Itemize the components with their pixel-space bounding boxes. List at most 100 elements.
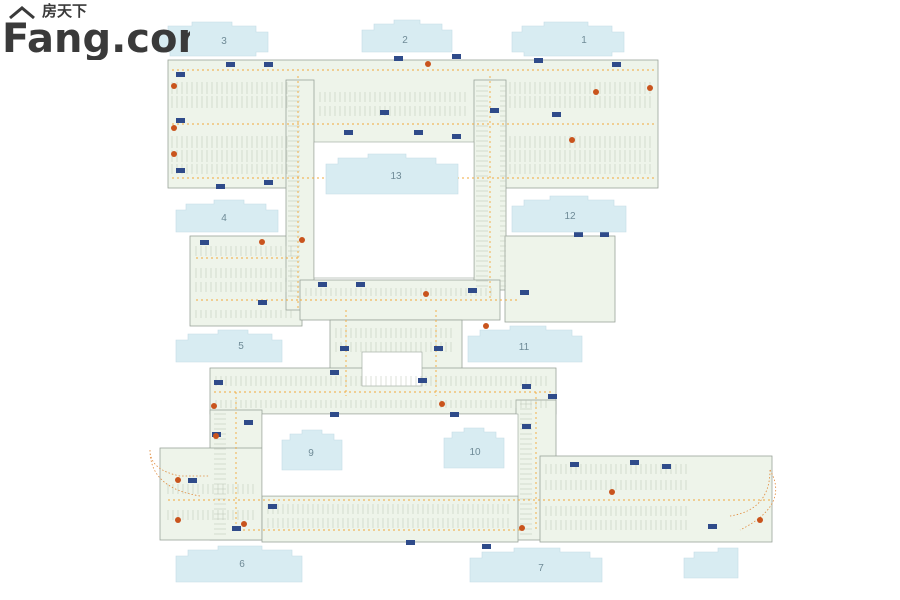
stair-core-icon (394, 56, 403, 61)
exit-marker-icon (175, 517, 181, 523)
parking-spine-left (285, 79, 315, 311)
parking-zone-east-hall (504, 235, 616, 323)
stair-core-icon (548, 394, 557, 399)
stair-core-icon (176, 118, 185, 123)
stair-core-icon (434, 346, 443, 351)
building-13: 13 (325, 153, 459, 195)
exit-marker-icon (171, 151, 177, 157)
stair-core-icon (414, 130, 423, 135)
building-2-label: 2 (402, 35, 408, 46)
ramp-southeast (729, 469, 777, 531)
exit-marker-icon (211, 403, 217, 409)
stair-cores (176, 54, 717, 549)
building-4: 4 (175, 199, 279, 233)
building-6: 6 (175, 545, 303, 583)
building-1-label: 1 (581, 35, 587, 46)
stair-core-icon (264, 62, 273, 67)
building-10: 10 (443, 427, 505, 469)
building-2: 2 (361, 19, 453, 53)
ramp-southwest (149, 449, 210, 497)
route-west (196, 257, 300, 301)
exit-marker-icon (241, 521, 247, 527)
route-south (168, 499, 770, 531)
building-8-partial (683, 547, 739, 579)
stair-core-icon (708, 524, 717, 529)
exit-marker-icon (757, 517, 763, 523)
stair-core-icon (380, 110, 389, 115)
exit-markers (171, 61, 763, 531)
stair-core-icon (630, 460, 639, 465)
building-3-label: 3 (221, 36, 227, 47)
exit-marker-icon (171, 125, 177, 131)
stair-core-icon (330, 370, 339, 375)
stair-core-icon (574, 232, 583, 237)
building-5: 5 (175, 329, 283, 363)
parking-areas (159, 59, 773, 543)
building-1: 1 (511, 21, 625, 57)
exit-marker-icon (299, 237, 305, 243)
stair-core-icon (522, 384, 531, 389)
exit-marker-icon (569, 137, 575, 143)
exit-marker-icon (259, 239, 265, 245)
stair-core-icon (552, 112, 561, 117)
route-spines (297, 76, 491, 310)
parking-zone-south (261, 495, 519, 543)
watermark-latin: Fang.com (2, 16, 190, 60)
building-12: 12 (511, 195, 627, 233)
building-5-label: 5 (238, 341, 244, 352)
stair-core-icon (452, 54, 461, 59)
stair-core-icon (330, 412, 339, 417)
exit-marker-icon (213, 433, 219, 439)
building-4-label: 4 (221, 213, 227, 224)
building-10-label: 10 (469, 447, 481, 458)
stair-core-icon (468, 288, 477, 293)
parking-stalls (167, 82, 687, 535)
building-11: 11 (467, 325, 583, 363)
stair-core-icon (176, 72, 185, 77)
exit-marker-icon (425, 61, 431, 67)
route-center (300, 299, 520, 396)
void-center (361, 351, 423, 387)
stair-core-icon (406, 540, 415, 545)
driving-routes (149, 69, 777, 531)
building-7: 7 (469, 547, 603, 583)
building-9-label: 9 (308, 448, 314, 459)
building-6-label: 6 (239, 559, 245, 570)
building-3: 3 (157, 21, 269, 57)
stair-core-icon (200, 240, 209, 245)
stair-core-icon (258, 300, 267, 305)
exit-marker-icon (609, 489, 615, 495)
stair-core-icon (232, 526, 241, 531)
stair-core-icon (188, 478, 197, 483)
stair-core-icon (214, 380, 223, 385)
stair-core-icon (452, 134, 461, 139)
stair-core-icon (570, 462, 579, 467)
stair-core-icon (522, 424, 531, 429)
building-13-label: 13 (390, 171, 402, 182)
stair-core-icon (490, 108, 499, 113)
stair-core-icon (662, 464, 671, 469)
parking-zone-southwest (159, 447, 263, 541)
exit-marker-icon (175, 477, 181, 483)
stair-core-icon (176, 168, 185, 173)
exit-marker-icon (423, 291, 429, 297)
stair-core-icon (418, 378, 427, 383)
stair-core-icon (520, 290, 529, 295)
stair-core-icon (268, 504, 277, 509)
building-9: 9 (281, 429, 343, 471)
stair-core-icon (612, 62, 621, 67)
exit-marker-icon (593, 89, 599, 95)
exit-marker-icon (519, 525, 525, 531)
building-11-label: 11 (519, 342, 530, 353)
residential-buildings: 3 2 1 13 4 12 5 11 (157, 19, 739, 583)
building-7-label: 7 (538, 563, 544, 574)
watermark-chinese: 房天下 (42, 2, 87, 20)
stair-core-icon (244, 420, 253, 425)
building-12-label: 12 (564, 211, 576, 222)
stair-core-icon (356, 282, 365, 287)
stair-core-icon (534, 58, 543, 63)
fang-watermark: 房天下 Fang.com (2, 2, 190, 60)
stair-core-icon (450, 412, 459, 417)
